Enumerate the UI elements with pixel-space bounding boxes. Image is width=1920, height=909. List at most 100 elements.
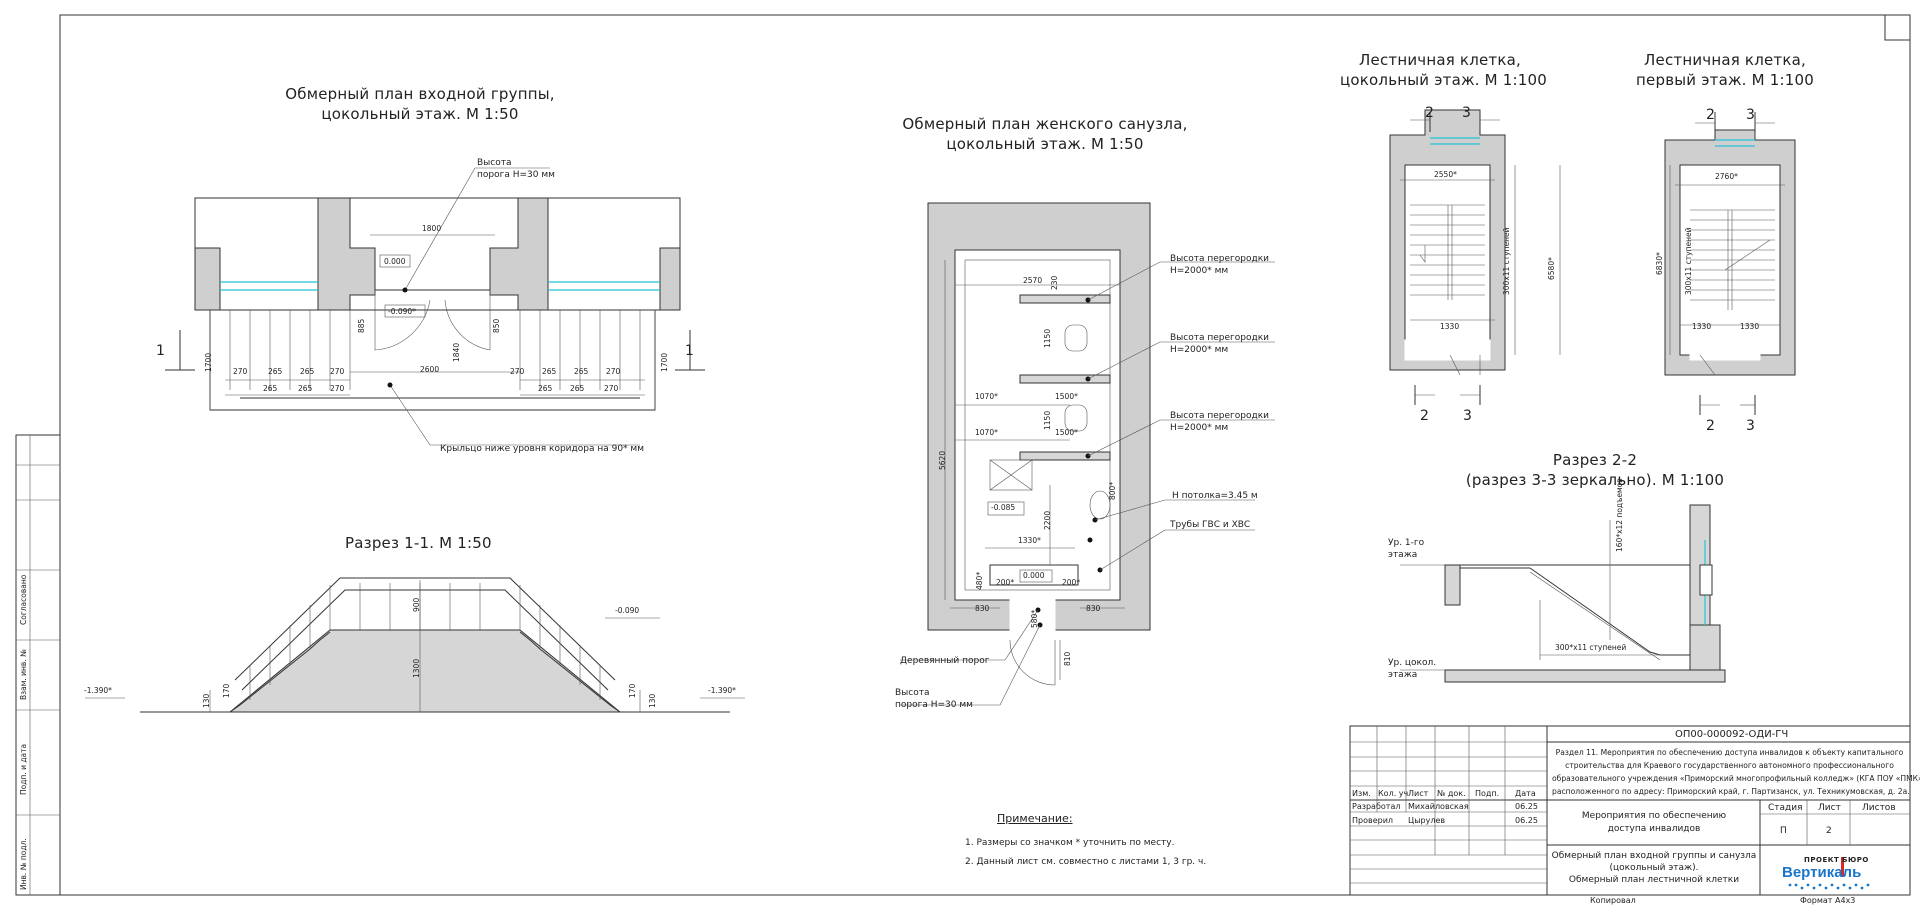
tb-role-developer: Разработал <box>1352 802 1401 811</box>
stair-b-width: 2550* <box>1434 170 1457 179</box>
section-22-title-line1: Разрез 2-2 <box>1552 451 1638 469</box>
stair-b-length: 6580* <box>1547 257 1556 280</box>
tb-sheet-value: 2 <box>1826 826 1832 836</box>
entry-cut-mark-left: 1 <box>156 343 165 359</box>
entry-level-090: -0.090* <box>388 307 416 316</box>
entry-dim-1700-left: 1700 <box>204 352 213 372</box>
tb-code: ОП00-000092-ОДИ-ГЧ <box>1675 729 1789 740</box>
wc-dim-830-left: 830 <box>975 604 990 613</box>
wc-dim-1150-b: 1150 <box>1043 410 1052 430</box>
section-1-1 <box>85 577 745 713</box>
wc-dim-1330: 1330* <box>1018 536 1041 545</box>
entry-porch-label: Крыльцо ниже уровня коридора на 90* мм <box>440 444 644 454</box>
stair-b-mark-3-top: 3 <box>1462 105 1471 121</box>
tb-description-line3: образовательного учреждения «Приморский … <box>1552 774 1920 783</box>
section-2-2 <box>1400 504 1726 683</box>
tb-stage-header: Стадия <box>1768 803 1803 813</box>
entry-threshold-label-2: порога Н=30 мм <box>477 170 555 180</box>
stamp-replace-inv: Взам. инв. № <box>19 649 28 700</box>
tb-sheet-title-line2: (цокольный этаж). <box>1609 863 1699 873</box>
tb-header-sheet: Лист <box>1408 789 1429 798</box>
wc-dim-580: 580* <box>1030 609 1039 628</box>
tb-object-line1: Мероприятия по обеспечению <box>1581 811 1727 821</box>
wc-threshold-line2: порога Н=30 мм <box>895 700 973 710</box>
stair-basement-title: Лестничная клетка, цокольный этаж. М 1:1… <box>1340 50 1547 90</box>
stair-first <box>1664 112 1796 415</box>
title-block-frame <box>1349 725 1911 896</box>
entry-dim-2600: 2600 <box>420 365 440 374</box>
entry-dim-1800: 1800 <box>422 224 442 233</box>
wc-dim-1500-b: 1500* <box>1055 428 1078 437</box>
tb-stage-value: П <box>1780 826 1787 836</box>
corner-box <box>1884 14 1911 41</box>
stair-first-title-line1: Лестничная клетка, <box>1644 51 1806 69</box>
s22-basement-line2: этажа <box>1388 670 1418 680</box>
stamp-sign-date: Подп. и дата <box>19 743 28 795</box>
stair-basement-title-line2: цокольный этаж. М 1:100 <box>1340 71 1547 89</box>
s22-steps: 300*x11 ступеней <box>1555 643 1627 652</box>
stair-first-title-line2: первый этаж. М 1:100 <box>1636 71 1814 89</box>
notes-item-1: 1. Размеры со значком * уточнить по мест… <box>965 838 1175 848</box>
entry-dim-850: 850 <box>492 318 501 333</box>
tb-header-change: Изм. <box>1352 789 1371 798</box>
stair-basement <box>1389 109 1561 405</box>
section11-dim-170-right: 170 <box>628 683 637 698</box>
tb-description-line4: расположенного по адресу: Приморский кра… <box>1552 787 1910 796</box>
s22-floor1-line1: Ур. 1-го <box>1388 538 1425 548</box>
tb-description: Раздел 11. Мероприятия по обеспечению до… <box>1552 746 1920 798</box>
section11-level-top: -0.090 <box>615 606 640 615</box>
entry-plan-title-line1: Обмерный план входной группы, <box>285 85 555 103</box>
stair-f-mark-2-top: 2 <box>1706 107 1715 123</box>
wc-dim-1070-a: 1070* <box>975 392 998 401</box>
stair-b-mark-2-top: 2 <box>1425 105 1434 121</box>
tb-format: Формат А4х3 <box>1800 896 1856 905</box>
notes-item-2: 2. Данный лист см. совместно с листами 1… <box>965 857 1207 867</box>
wc-plan <box>900 202 1275 706</box>
wc-dim-810: 810 <box>1063 651 1072 666</box>
tb-header-count: Кол. уч <box>1378 789 1409 798</box>
wc-dim-5620: 5620 <box>938 450 947 470</box>
wc-partition-2-line2: Н=2000* мм <box>1170 345 1229 355</box>
logo-main-text: Вертикаль <box>1782 864 1862 881</box>
s22-basement-line1: Ур. цокол. <box>1388 658 1437 668</box>
entry-dim-tread: 270 <box>330 367 345 376</box>
stair-f-length: 6830* <box>1655 252 1664 275</box>
entry-dim-tread: 270 <box>233 367 248 376</box>
entry-dim-1840: 1840 <box>452 342 461 362</box>
entry-dim-tread: 265 <box>268 367 283 376</box>
entry-dim-tread: 265 <box>538 384 553 393</box>
entry-dim-tread: 270 <box>606 367 621 376</box>
stair-f-flight: 300x11 ступеней <box>1684 227 1693 295</box>
section-22-title-line2: (разрез 3-3 зеркально). М 1:100 <box>1465 471 1725 489</box>
wc-dim-480: 480* <box>975 571 984 590</box>
s22-rise: 160*x12 подъемов <box>1615 478 1624 552</box>
wc-dim-1150-a: 1150 <box>1043 328 1052 348</box>
tb-date-checker: 06.25 <box>1515 816 1538 825</box>
wc-partition-1-line2: Н=2000* мм <box>1170 266 1229 276</box>
tb-object-line2: доступа инвалидов <box>1607 824 1701 834</box>
entry-level-000: 0.000 <box>384 257 406 266</box>
wc-pipes-label: Трубы ГВС и ХВС <box>1170 520 1251 530</box>
entry-dim-tread: 265 <box>300 367 315 376</box>
wc-partition-1-line1: Высота перегородки <box>1170 254 1269 264</box>
tb-sheet-title: Обмерный план входной группы и санузла (… <box>1550 850 1758 886</box>
stair-b-mark-3-bottom: 3 <box>1463 408 1472 424</box>
wc-dim-230: 230 <box>1050 275 1059 290</box>
entry-cut-mark-right: 1 <box>685 343 694 359</box>
stair-first-title: Лестничная клетка, первый этаж. М 1:100 <box>1625 50 1825 90</box>
wc-dim-830-right: 830 <box>1086 604 1101 613</box>
wc-plan-title-line2: цокольный этаж. М 1:50 <box>946 135 1144 153</box>
s22-floor1-line2: этажа <box>1388 550 1418 560</box>
entry-plan-title: Обмерный план входной группы, цокольный … <box>280 84 560 124</box>
wc-partition-3-line2: Н=2000* мм <box>1170 423 1229 433</box>
tb-header-sign: Подп. <box>1475 789 1500 798</box>
section11-dim-170-left: 170 <box>222 683 231 698</box>
section-22-title: Разрез 2-2 (разрез 3-3 зеркально). М 1:1… <box>1455 450 1735 490</box>
entry-plan-title-line2: цокольный этаж. М 1:50 <box>321 105 519 123</box>
logo-top-text: ПРОЕКТ БЮРО <box>1804 856 1869 864</box>
entry-dim-tread: 270 <box>510 367 525 376</box>
wc-dim-800: 800* <box>1108 481 1117 500</box>
entry-dim-tread: 265 <box>542 367 557 376</box>
